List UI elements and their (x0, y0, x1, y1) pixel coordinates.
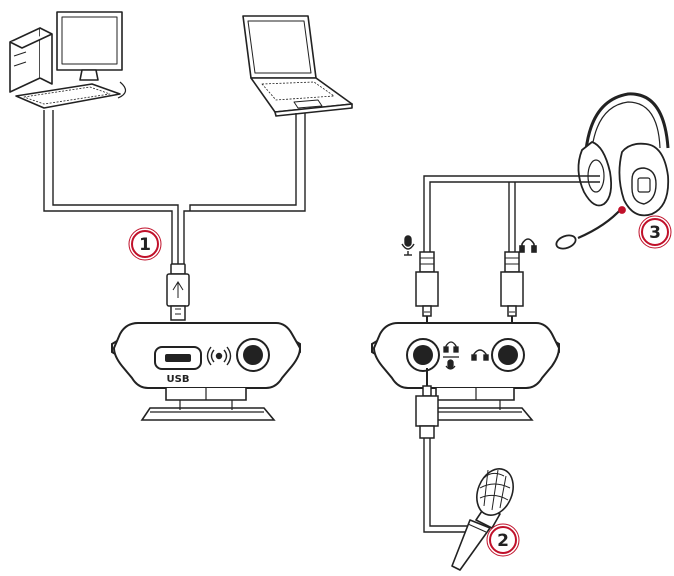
left-combo-jack (236, 338, 270, 372)
headphone-jack-icon (471, 349, 489, 361)
desktop-computer-icon (9, 11, 127, 109)
usb-plug (166, 263, 190, 321)
callout-2-number: 2 (497, 531, 509, 551)
callout-1: 1 (128, 227, 162, 261)
headset-cable (423, 175, 600, 252)
headphone-icon (519, 238, 537, 253)
laptop-icon (242, 15, 353, 117)
surround-sound-icon (206, 346, 232, 366)
callout-3-number: 3 (649, 223, 661, 243)
microphone-cable (423, 438, 474, 533)
combo-jack (406, 338, 440, 372)
mic-plug (415, 251, 439, 324)
microphone-icon (401, 235, 415, 256)
mic-input-plug (415, 368, 439, 439)
headset-combo-icon (443, 341, 459, 370)
callout-3: 3 (638, 215, 672, 249)
usb-port (154, 346, 202, 370)
usb-adapter-device (111, 322, 302, 421)
callout-1-number: 1 (139, 235, 151, 255)
callout-2: 2 (486, 523, 520, 557)
usb-cable (43, 110, 306, 264)
audio-device (371, 322, 561, 421)
usb-port-label: USB (167, 374, 190, 385)
headset-icon (555, 92, 670, 250)
headphone-jack (491, 338, 525, 372)
handheld-microphone-icon (451, 468, 514, 571)
headphone-plug (500, 251, 524, 324)
